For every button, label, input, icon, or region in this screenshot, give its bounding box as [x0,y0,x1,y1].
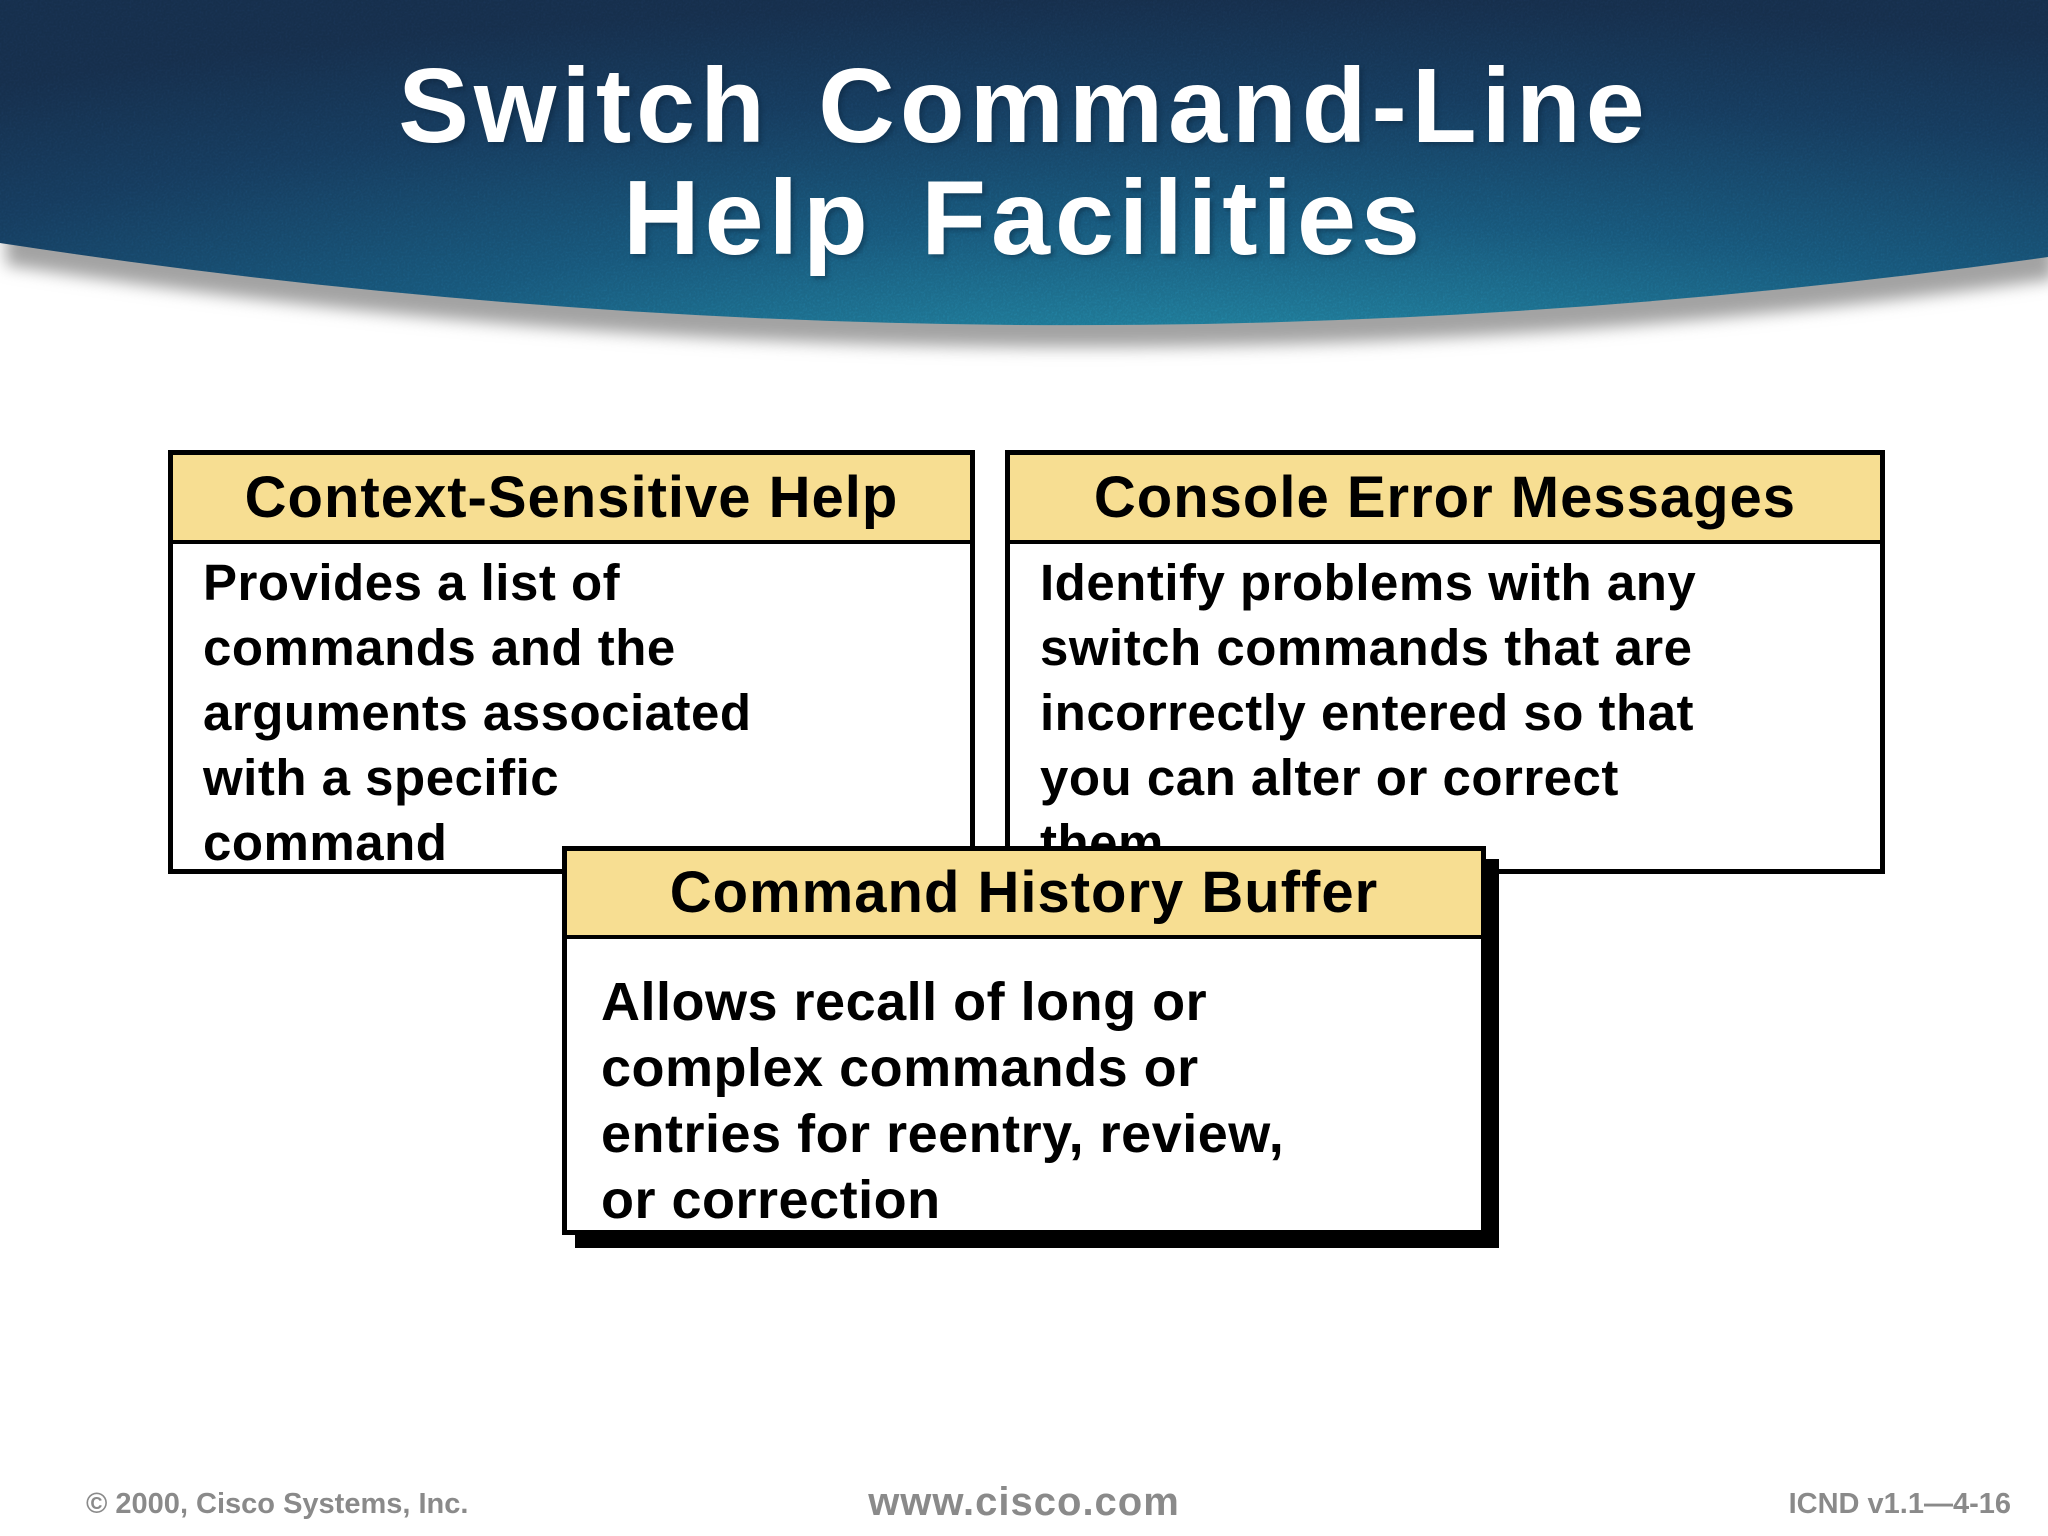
console-error-messages-box: Console Error Messages Identify problems… [1005,450,1885,874]
footer-website: www.cisco.com [868,1480,1180,1524]
title-banner-graphic [0,0,2048,348]
context-sensitive-help-body: Provides a list of commands and the argu… [203,554,752,871]
slide-title: Switch Command-Line Help Facilities [0,50,2048,274]
footer-slide-id: ICND v1.1—4-16 [1788,1488,2011,1520]
slide-title-line1: Switch Command-Line [398,47,1650,165]
footer-copyright: © 2000, Cisco Systems, Inc. [86,1488,469,1520]
console-error-messages-body: Identify problems with any switch comman… [1040,554,1697,871]
command-history-buffer-box: Command History Buffer Allows recall of … [562,846,1486,1235]
context-sensitive-help-box: Context-Sensitive Help Provides a list o… [168,450,975,874]
slide-title-line2: Help Facilities [623,159,1425,277]
console-error-messages-header: Console Error Messages [1010,455,1880,544]
command-history-buffer-body: Allows recall of long or complex command… [601,972,1285,1230]
context-sensitive-help-header: Context-Sensitive Help [173,455,970,544]
command-history-buffer-header: Command History Buffer [567,851,1481,939]
